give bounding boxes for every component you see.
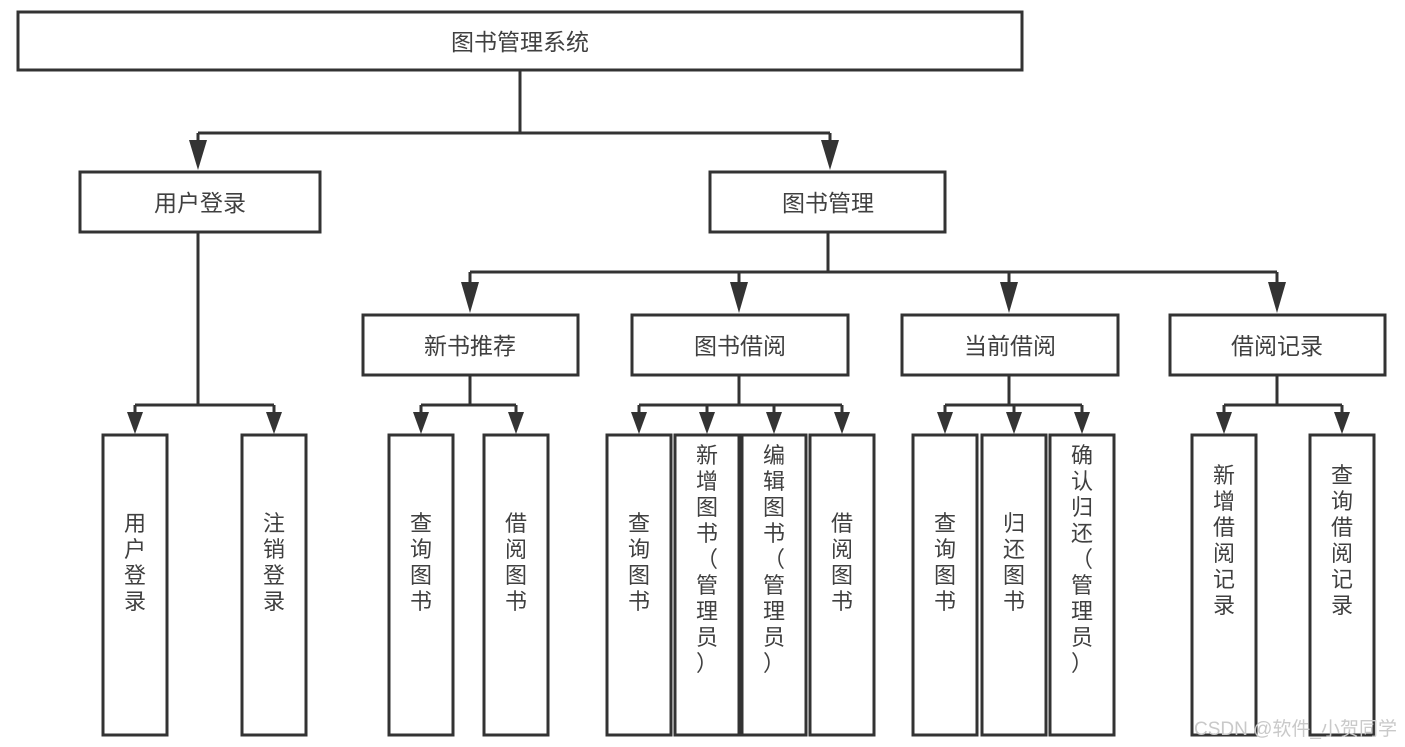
arrowhead-leaf-edit-book-admin [766, 412, 782, 434]
node-label-borrow-record: 借阅记录 [1231, 333, 1323, 359]
node-box-current-borrow[interactable] [900, 313, 1120, 377]
arrowhead-leaf-query-borrow-record [1334, 412, 1350, 434]
node-label-new-book-recommend: 新书推荐 [424, 333, 516, 359]
node-box-book-manage[interactable] [708, 170, 947, 234]
arrowhead-leaf-add-book-admin [699, 412, 715, 434]
arrowhead-leaf-query-book-current [937, 412, 953, 434]
node-box-leaf-query-book-current[interactable] [911, 433, 979, 737]
connectors-book-manage-to-level3 [461, 232, 1286, 313]
connectors-root-to-level2 [189, 70, 839, 170]
arrowhead-leaf-confirm-return [1074, 412, 1090, 434]
node-box-root[interactable] [16, 10, 1024, 72]
arrowhead-book-borrow [730, 282, 748, 313]
arrowhead-leaf-add-borrow-record [1216, 412, 1232, 434]
node-box-leaf-borrow-book-rec[interactable] [482, 433, 550, 737]
arrowhead-new-book-recommend [461, 282, 479, 313]
node-box-borrow-record[interactable] [1168, 313, 1387, 377]
node-label-book-manage: 图书管理 [782, 190, 874, 216]
connectors-book-borrow-to-leaves [631, 375, 850, 434]
node-boxes [16, 10, 1387, 737]
csdn-watermark: CSDN @软件_小贺同学 [1194, 719, 1397, 740]
node-box-leaf-query-book-borrow[interactable] [605, 433, 673, 737]
node-box-leaf-return-book[interactable] [980, 433, 1048, 737]
arrowhead-leaf-return-book [1006, 412, 1022, 434]
connectors-borrow-record-to-leaves [1216, 375, 1350, 434]
node-box-leaf-query-book-rec[interactable] [387, 433, 455, 737]
horizontal-node-labels: 图书管理系统 用户登录 图书管理 新书推荐 图书借阅 当前借阅 借阅记录 [154, 29, 1323, 359]
arrowhead-leaf-query-book-rec [413, 412, 429, 434]
node-label-user-login: 用户登录 [154, 190, 246, 216]
arrowhead-leaf-logout [266, 412, 282, 434]
connectors-current-borrow-to-leaves [937, 375, 1090, 434]
node-box-leaf-edit-book-admin[interactable] [740, 433, 808, 737]
node-label-book-borrow: 图书借阅 [694, 333, 786, 359]
node-label-root: 图书管理系统 [451, 29, 589, 55]
node-box-leaf-borrow-book[interactable] [808, 433, 876, 737]
node-box-leaf-query-borrow-record[interactable] [1308, 433, 1376, 737]
arrowhead-book-manage [821, 140, 839, 170]
connectors-user-login-to-leaves [127, 232, 282, 434]
node-box-user-login[interactable] [78, 170, 322, 234]
arrowhead-leaf-borrow-book [834, 412, 850, 434]
arrowhead-leaf-query-book-borrow [631, 412, 647, 434]
node-box-leaf-logout[interactable] [240, 433, 308, 737]
node-box-leaf-confirm-return[interactable] [1048, 433, 1116, 737]
node-box-leaf-user-login[interactable] [101, 433, 169, 737]
node-box-leaf-add-book-admin[interactable] [673, 433, 741, 737]
node-label-current-borrow: 当前借阅 [964, 333, 1056, 359]
connectors-new-book-recommend-to-leaves [413, 375, 524, 434]
node-box-leaf-add-borrow-record[interactable] [1190, 433, 1258, 737]
arrowhead-borrow-record [1268, 282, 1286, 313]
arrowhead-leaf-borrow-book-rec [508, 412, 524, 434]
arrowhead-user-login [189, 140, 207, 170]
arrowhead-current-borrow [1000, 282, 1018, 313]
node-box-book-borrow[interactable] [630, 313, 850, 377]
node-box-new-book-recommend[interactable] [361, 313, 580, 377]
arrowhead-leaf-user-login [127, 412, 143, 434]
